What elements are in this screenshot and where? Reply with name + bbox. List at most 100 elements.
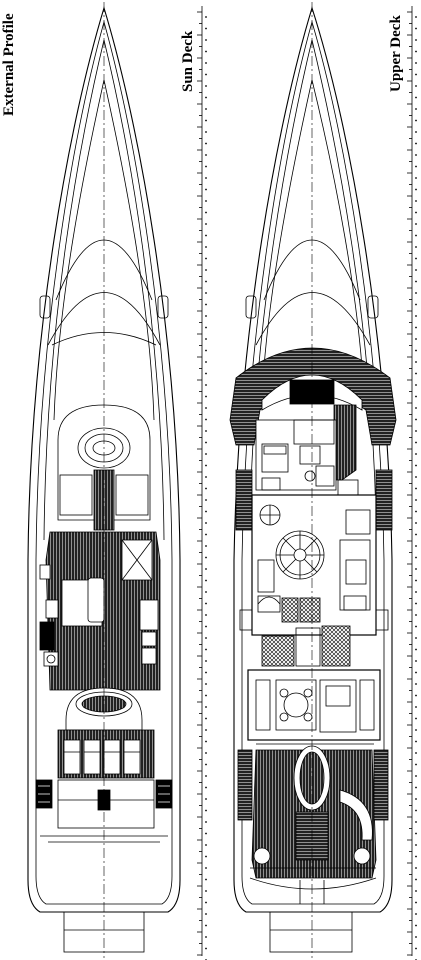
ruler-mark	[205, 269, 207, 271]
ruler-mark	[415, 614, 417, 616]
ruler-mark	[205, 395, 207, 398]
frame-ruler-left	[197, 6, 207, 960]
ruler-mark	[415, 545, 417, 547]
ruler-mark	[415, 809, 417, 812]
ruler-mark	[205, 614, 207, 616]
ruler-mark	[205, 108, 207, 110]
ruler-mark	[205, 913, 207, 915]
ruler-mark	[205, 844, 207, 846]
ruler-mark	[205, 717, 207, 720]
ruler-mark	[415, 867, 417, 869]
ruler-mark	[205, 579, 207, 582]
ruler-mark	[415, 326, 417, 329]
ruler-mark	[205, 200, 207, 202]
ruler-mark	[205, 73, 207, 76]
ruler-mark	[415, 27, 417, 30]
ruler-mark	[205, 660, 207, 662]
ruler-mark	[415, 257, 417, 260]
ruler-mark	[415, 878, 417, 881]
ruler-mark	[415, 16, 417, 18]
ruler-mark	[415, 246, 417, 248]
ruler-mark	[415, 395, 417, 398]
ruler-mark	[415, 372, 417, 375]
ruler-mark	[415, 464, 417, 467]
ruler-mark	[415, 890, 417, 892]
ruler-mark	[415, 73, 417, 76]
ruler-mark	[415, 694, 417, 697]
ruler-mark	[205, 602, 207, 605]
ruler-mark	[205, 246, 207, 248]
ruler-mark	[415, 441, 417, 444]
ruler-mark	[205, 625, 207, 628]
ruler-mark	[205, 556, 207, 559]
ruler-mark	[205, 936, 207, 938]
ruler-mark	[415, 349, 417, 352]
ruler-mark	[205, 16, 207, 18]
ruler-mark	[415, 821, 417, 823]
ruler-mark	[415, 303, 417, 306]
ruler-mark	[415, 292, 417, 294]
ruler-mark	[205, 131, 207, 133]
ruler-mark	[205, 671, 207, 674]
ruler-mark	[415, 154, 417, 156]
ruler-mark	[415, 936, 417, 938]
ruler-mark	[205, 499, 207, 501]
ruler-mark	[205, 165, 207, 168]
ruler-mark	[415, 280, 417, 283]
ruler-mark	[205, 418, 207, 421]
ruler-mark	[205, 384, 207, 386]
ruler-mark	[415, 901, 417, 904]
ruler-mark	[205, 545, 207, 547]
ruler-mark	[205, 763, 207, 766]
ruler-mark	[205, 855, 207, 858]
ruler-mark	[415, 499, 417, 501]
ruler-mark	[205, 464, 207, 467]
ruler-mark	[205, 648, 207, 651]
ruler-mark	[205, 142, 207, 145]
ruler-mark	[205, 50, 207, 53]
ruler-mark	[415, 832, 417, 835]
ruler-mark	[415, 591, 417, 593]
ruler-mark	[415, 729, 417, 731]
ruler-mark	[415, 50, 417, 53]
ruler-mark	[205, 372, 207, 375]
ruler-mark	[415, 602, 417, 605]
ruler-mark	[205, 257, 207, 260]
ruler-mark	[205, 407, 207, 409]
ruler-mark	[205, 637, 207, 639]
ruler-mark	[205, 234, 207, 237]
ruler-mark	[205, 188, 207, 191]
ruler-mark	[205, 694, 207, 697]
ruler-mark	[205, 683, 207, 685]
ruler-mark	[205, 510, 207, 513]
ruler-mark	[205, 280, 207, 283]
ruler-mark	[205, 361, 207, 363]
ruler-mark	[415, 62, 417, 64]
ruler-mark	[205, 292, 207, 294]
ruler-mark	[415, 798, 417, 800]
ruler-mark	[415, 706, 417, 708]
ruler-mark	[205, 211, 207, 214]
ruler-mark	[205, 453, 207, 455]
ruler-mark	[415, 142, 417, 145]
ruler-mark	[415, 108, 417, 110]
ruler-mark	[415, 223, 417, 225]
ruler-mark	[205, 832, 207, 835]
ruler-mark	[415, 384, 417, 386]
ruler-mark	[205, 349, 207, 352]
ruler-mark	[415, 131, 417, 133]
ruler-mark	[205, 154, 207, 156]
ruler-mark	[415, 269, 417, 271]
ruler-mark	[415, 430, 417, 432]
ruler-mark	[415, 165, 417, 168]
ruler-mark	[415, 96, 417, 99]
ruler-mark	[415, 579, 417, 582]
ruler-mark	[415, 671, 417, 674]
ruler-mark	[415, 924, 417, 927]
ruler-mark	[415, 177, 417, 179]
ruler-mark	[205, 901, 207, 904]
ruler-mark	[415, 683, 417, 685]
ruler-mark	[205, 39, 207, 41]
ruler-mark	[205, 96, 207, 99]
ruler-mark	[415, 775, 417, 777]
